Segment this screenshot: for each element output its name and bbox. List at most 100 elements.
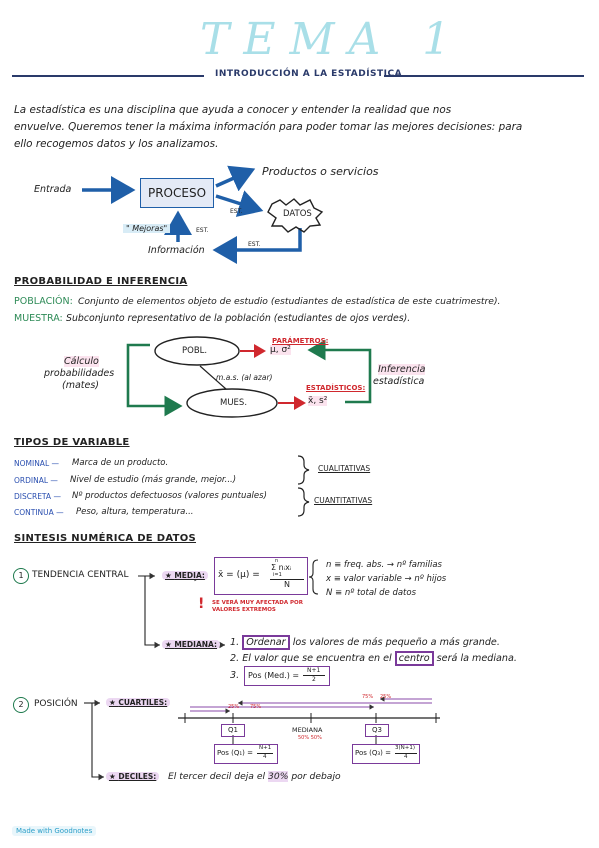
step3-num: 3. [230,670,240,681]
q3-frac-bar [395,753,417,754]
cuartiles-label: ★ CUARTILES: [106,698,171,707]
cualitativas-label: CUALITATIVAS [318,464,371,473]
posicion-number: 2 [18,700,24,709]
inferencia-label-2: estadística [373,376,425,387]
tipos-heading: TIPOS DE VARIABLE [14,437,130,448]
poblacion-label: POBLACIÓN: [14,296,73,307]
tipo-discreta-name: DISCRETA — [14,492,61,501]
mediana-step-2: 2. El valor que se encuentra en el centr… [230,651,517,666]
tipo-discreta-desc: Nº productos defectuosos (valores puntua… [72,491,267,501]
flow-est-label-2: EST. [248,241,261,248]
tendencia-number-badge: 1 [13,568,29,584]
muestra-text: Subconjunto representativo de la poblaci… [66,313,411,324]
media-sum-top: n [275,558,279,564]
pct-75-right: 75% [362,694,374,700]
tendencia-number: 1 [18,571,24,580]
parametros-label: PARÁMETROS: [272,337,329,345]
pobl-label: POBL. [182,346,208,356]
q1-frac-top: N+1 [259,745,272,751]
deciles-pct: 30% [268,771,289,782]
posicion-label: POSICIÓN [34,699,78,709]
def-x: x ≡ valor variable → nº hijos [326,574,447,584]
q3-box: Q3 [365,724,389,737]
step3-frac-bot: 2 [312,676,316,683]
flow-productos-label: Productos o servicios [262,165,379,178]
goodnotes-badge: Made with Goodnotes [12,826,97,836]
estadisticos-value: x̄, s² [308,396,328,406]
q3-label: Q3 [372,726,382,734]
estadisticos-label: ESTADÍSTICOS: [306,384,366,392]
calculo-label-3: (mates) [62,380,100,391]
q3-frac-bot: 4 [404,754,408,760]
mediana-label: ★ MEDIANA: [162,640,220,649]
flow-proceso-label: PROCESO [147,186,207,200]
flow-est-label-3: EST. [196,227,209,234]
page-title: TEMA 1 [200,14,465,65]
q1-box: Q1 [221,724,245,737]
pct-75-left: 75% [250,704,262,710]
deciles-text: El tercer decil deja el 30% por debajo [168,771,341,782]
tipo-continua-desc: Peso, altura, temperatura... [76,507,194,517]
media-denominator: N [284,580,290,589]
step3-frac-bar [303,675,325,676]
flow-informacion-label: Información [148,245,205,256]
tipo-ordinal-desc: Nivel de estudio (más grande, mejor...) [70,475,237,485]
q3-formula: Pos (Q₃) = [355,749,391,757]
step3-formula-box: Pos (Med.) = N+1 2 [244,666,330,686]
deciles-post: por debajo [291,771,341,782]
step1-box: Ordenar [242,635,290,650]
muestra-label: MUESTRA: [14,313,63,324]
cuartiles-label-text: CUARTILES: [118,698,168,707]
warning-icon: ! [198,596,205,612]
tipo-nominal-desc: Marca de un producto. [72,458,169,468]
step3-formula: Pos (Med.) = [248,671,300,680]
posicion-number-badge: 2 [13,697,29,713]
step1-num: 1. [230,637,240,648]
q1-formula-box: Pos (Q₁) = N+1 4 [214,744,278,764]
poblacion-text: Conjunto de elementos objeto de estudio … [78,296,501,307]
calculo-label-2: probabilidades [44,368,115,379]
step2-box: centro [394,651,434,666]
title-rule-left [12,75,204,77]
pct-25-right: 25% [380,694,392,700]
page-subtitle: INTRODUCCIÓN A LA ESTADÍSTICA [215,69,403,79]
tipo-continua-name: CONTINUA — [14,508,64,517]
mediana-step-1: 1. Ordenar los valores de más pequeño a … [230,635,500,650]
q3-frac-top: 3(N+1) [395,745,416,751]
media-fraction-bar [270,579,304,580]
media-sum-bottom: i=1 [273,572,282,578]
mues-label: MUES. [220,398,248,408]
mas-label: m.a.s. (al azar) [216,373,273,382]
media-numerator: Σ nᵢxᵢ [271,563,292,572]
cuantitativas-label: CUANTITATIVAS [314,496,373,505]
calculo-label-1: Cálculo [64,356,99,367]
tendencia-label: TENDENCIA CENTRAL [32,570,129,580]
media-label-text: MEDIA: [174,571,205,580]
q1-frac-bot: 4 [263,754,267,760]
def-N: N ≡ nº total de datos [326,588,417,598]
warning-line-2: VALORES EXTREMOS [212,607,276,613]
step3-frac-top: N+1 [307,667,321,674]
q3-formula-box: Pos (Q₃) = 3(N+1) 4 [352,744,420,764]
intro-line-1: La estadística es una disciplina que ayu… [14,104,452,116]
intro-line-3: ello recogemos datos y los analizamos. [14,138,219,150]
mediana-axis-label: MEDIANA [292,726,323,734]
step2-post: será la mediana. [436,653,517,664]
mediana-axis-pct: 50% 50% [298,735,322,741]
flow-datos-label: DATOS [283,209,312,219]
flow-entrada-label: Entrada [34,184,72,195]
intro-line-2: envuelve. Queremos tener la máxima infor… [14,121,523,133]
media-formula-box: x̄ = (μ) = n Σ nᵢxᵢ i=1 N [214,557,308,595]
q1-label: Q1 [228,726,238,734]
flow-mejoras-label: " Mejoras" [123,224,171,233]
probabilidad-heading: PROBABILIDAD E INFERENCIA [14,276,188,287]
deciles-label-text: DECILES: [118,772,157,781]
pct-25-left: 25% [228,704,240,710]
media-label: ★ MEDIA: [162,571,208,580]
inferencia-label-1: Inferencia [378,364,426,375]
title-rule-right [384,75,584,77]
tipo-nominal-name: NOMINAL — [14,459,59,468]
parametros-value: μ, σ² [270,345,291,355]
sintesis-heading: SINTESIS NUMÉRICA DE DATOS [14,533,197,544]
deciles-pre: El tercer decil deja el [168,771,266,782]
